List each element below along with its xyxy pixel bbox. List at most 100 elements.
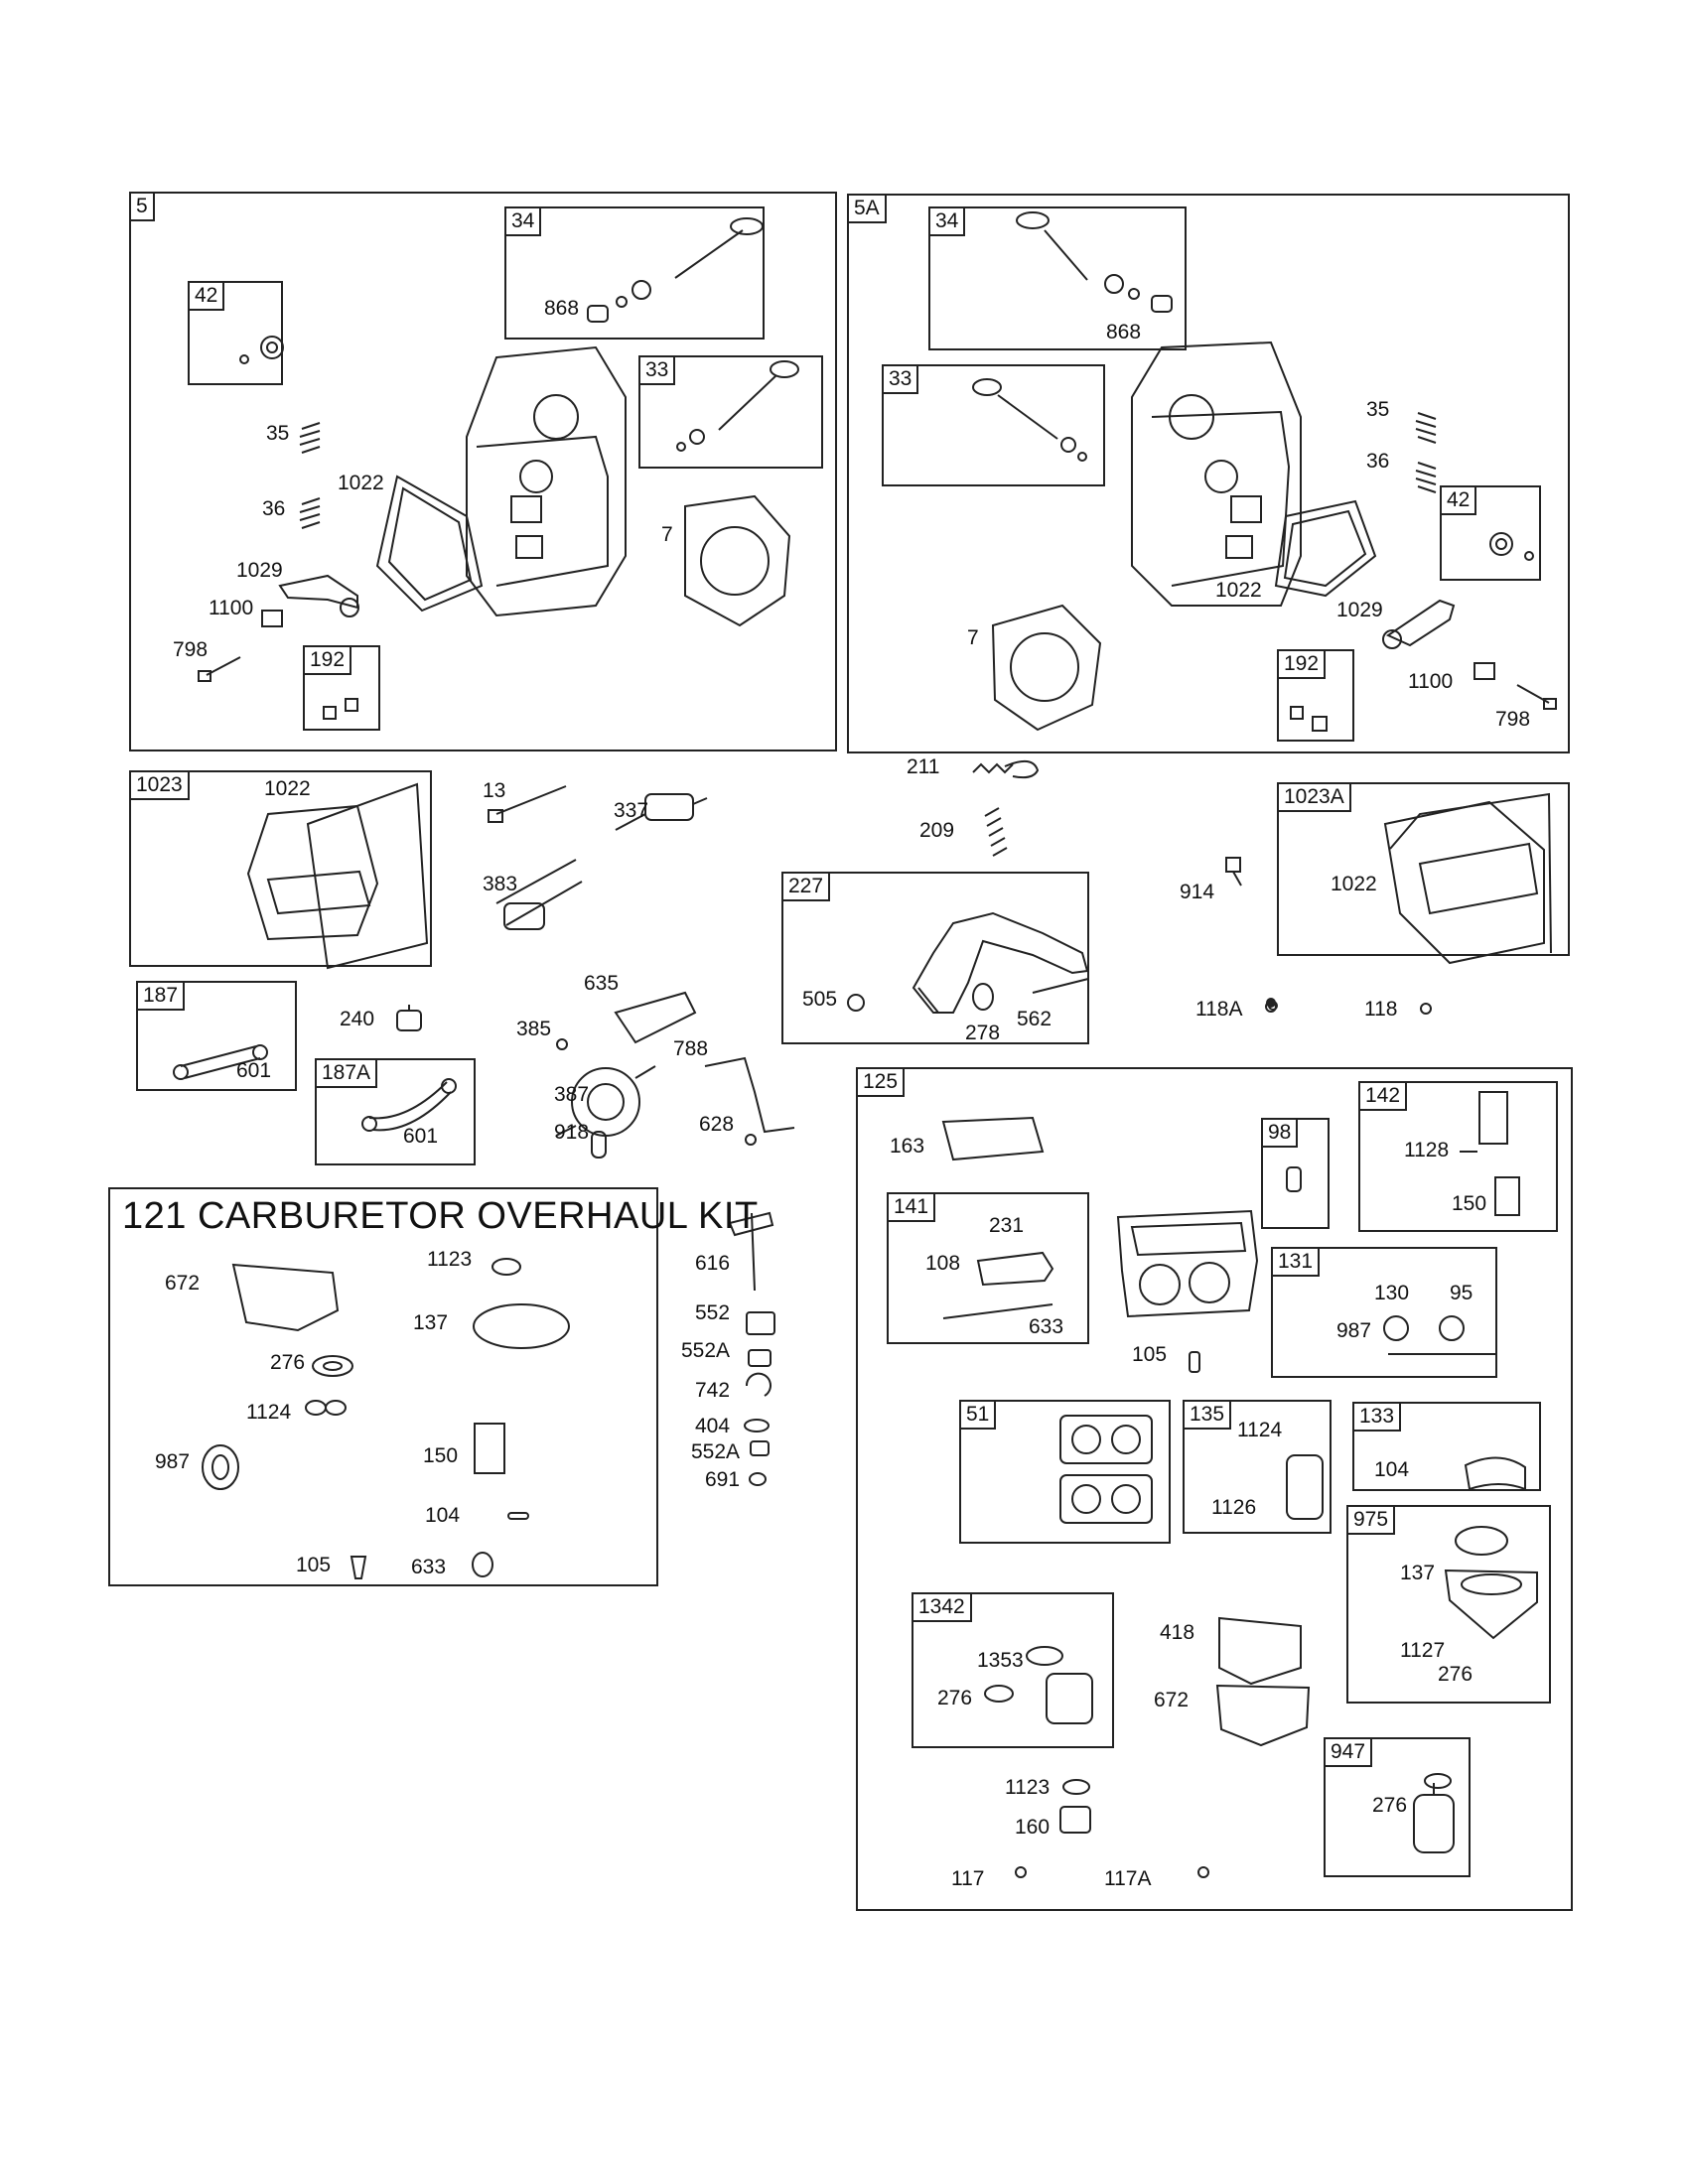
group-5a-cylinder-head: 5A xyxy=(847,194,1570,753)
label-211: 211 xyxy=(907,755,940,778)
label-1127: 1127 xyxy=(1400,1639,1446,1662)
bushing-icon xyxy=(746,1311,775,1335)
group-5-42-tag: 42 xyxy=(188,281,225,311)
group-133-nozzle-kit: 133 xyxy=(1352,1402,1541,1491)
label-387: 387 xyxy=(554,1083,590,1106)
label-691: 691 xyxy=(705,1468,741,1491)
group-5-34-tag: 34 xyxy=(504,206,542,236)
pin-icon xyxy=(591,1131,607,1159)
label-104: 104 xyxy=(425,1504,461,1527)
label-105: 105 xyxy=(1132,1343,1168,1366)
label-1353: 1353 xyxy=(977,1649,1024,1672)
group-1023a-tag: 1023A xyxy=(1277,782,1351,812)
label-276: 276 xyxy=(270,1351,306,1374)
group-5a-192-tag: 192 xyxy=(1277,649,1327,679)
label-798: 798 xyxy=(173,638,209,661)
label-552: 552 xyxy=(695,1301,731,1324)
label-35: 35 xyxy=(1366,398,1390,421)
label-1124: 1124 xyxy=(1237,1419,1283,1441)
group-187-tag: 187 xyxy=(136,981,186,1011)
label-1029: 1029 xyxy=(1336,599,1383,621)
label-505: 505 xyxy=(802,988,838,1011)
label-635: 635 xyxy=(584,972,620,995)
label-628: 628 xyxy=(699,1113,735,1136)
label-601: 601 xyxy=(403,1125,439,1148)
label-95: 95 xyxy=(1450,1282,1474,1304)
label-118a: 118A xyxy=(1195,998,1243,1021)
label-278: 278 xyxy=(965,1022,1001,1044)
label-276: 276 xyxy=(1372,1794,1408,1817)
label-1022: 1022 xyxy=(1331,873,1377,895)
label-562: 562 xyxy=(1017,1008,1052,1030)
label-1022: 1022 xyxy=(1215,579,1262,602)
label-1100: 1100 xyxy=(209,597,254,619)
group-5-nut-kit: 192 xyxy=(303,645,380,731)
group-227-tag: 227 xyxy=(781,872,831,901)
label-7: 7 xyxy=(661,523,673,546)
label-105: 105 xyxy=(296,1554,332,1576)
label-117a: 117A xyxy=(1104,1867,1152,1890)
bushing-icon xyxy=(748,1349,772,1367)
group-1023-valve-cover: 1023 xyxy=(129,770,432,967)
label-240: 240 xyxy=(340,1008,375,1030)
label-13: 13 xyxy=(483,779,506,802)
group-5-tag: 5 xyxy=(129,192,155,221)
label-633: 633 xyxy=(411,1556,447,1578)
spring-icon xyxy=(984,807,1008,857)
screw-icon xyxy=(1225,857,1242,887)
group-125-tag: 125 xyxy=(856,1067,906,1097)
group-5-exhaust-valve-kit: 34 xyxy=(504,206,765,340)
label-118: 118 xyxy=(1364,998,1398,1021)
group-5-33-tag: 33 xyxy=(638,355,676,385)
group-5a-retainer-kit: 42 xyxy=(1440,485,1541,581)
screw-icon xyxy=(1266,998,1276,1008)
group-187a-fuel-line: 187A xyxy=(315,1058,476,1165)
group-5a-33-tag: 33 xyxy=(882,364,919,394)
label-160: 160 xyxy=(1015,1816,1051,1839)
label-104: 104 xyxy=(1374,1458,1410,1481)
group-142-tag: 142 xyxy=(1358,1081,1408,1111)
label-742: 742 xyxy=(695,1379,731,1402)
label-1022: 1022 xyxy=(264,777,311,800)
group-227-bracket: 227 xyxy=(781,872,1089,1044)
group-98-tag: 98 xyxy=(1261,1118,1299,1148)
label-868: 868 xyxy=(544,297,580,320)
group-141-tag: 141 xyxy=(887,1192,936,1222)
label-209: 209 xyxy=(919,819,955,842)
label-137: 137 xyxy=(413,1311,449,1334)
label-1029: 1029 xyxy=(236,559,283,582)
group-947-solenoid: 947 xyxy=(1324,1737,1471,1877)
label-672: 672 xyxy=(1154,1689,1190,1711)
label-788: 788 xyxy=(673,1037,709,1060)
group-133-tag: 133 xyxy=(1352,1402,1402,1432)
group-131-tag: 131 xyxy=(1271,1247,1321,1277)
label-798: 798 xyxy=(1495,708,1531,731)
group-5a-exhaust-valve-kit: 34 xyxy=(928,206,1187,350)
label-1124: 1124 xyxy=(246,1401,292,1424)
group-141-throttle-shaft-kit: 141 xyxy=(887,1192,1089,1344)
group-975-float-bowl: 975 xyxy=(1346,1505,1551,1704)
label-633: 633 xyxy=(1029,1315,1064,1338)
label-1123: 1123 xyxy=(427,1248,473,1271)
label-150: 150 xyxy=(1452,1192,1487,1215)
bushing-icon xyxy=(750,1440,770,1456)
group-5-192-tag: 192 xyxy=(303,645,352,675)
label-276: 276 xyxy=(937,1687,973,1709)
label-914: 914 xyxy=(1180,881,1215,903)
group-125-carburetor: 125 xyxy=(856,1067,1573,1911)
label-150: 150 xyxy=(423,1444,459,1467)
label-7: 7 xyxy=(967,626,979,649)
fuel-filter-icon xyxy=(396,1005,422,1031)
kit-title: 121 CARBURETOR OVERHAUL KIT xyxy=(122,1195,759,1237)
group-5-intake-valve-kit: 33 xyxy=(638,355,823,469)
group-5a-34-tag: 34 xyxy=(928,206,966,236)
label-337: 337 xyxy=(614,799,649,822)
label-672: 672 xyxy=(165,1272,201,1295)
label-987: 987 xyxy=(1336,1319,1372,1342)
group-5-cylinder-head: 5 xyxy=(129,192,837,751)
group-5a-42-tag: 42 xyxy=(1440,485,1477,515)
label-231: 231 xyxy=(989,1214,1025,1237)
label-616: 616 xyxy=(695,1252,731,1275)
label-36: 36 xyxy=(262,497,286,520)
group-5-retainer-kit: 42 xyxy=(188,281,283,385)
